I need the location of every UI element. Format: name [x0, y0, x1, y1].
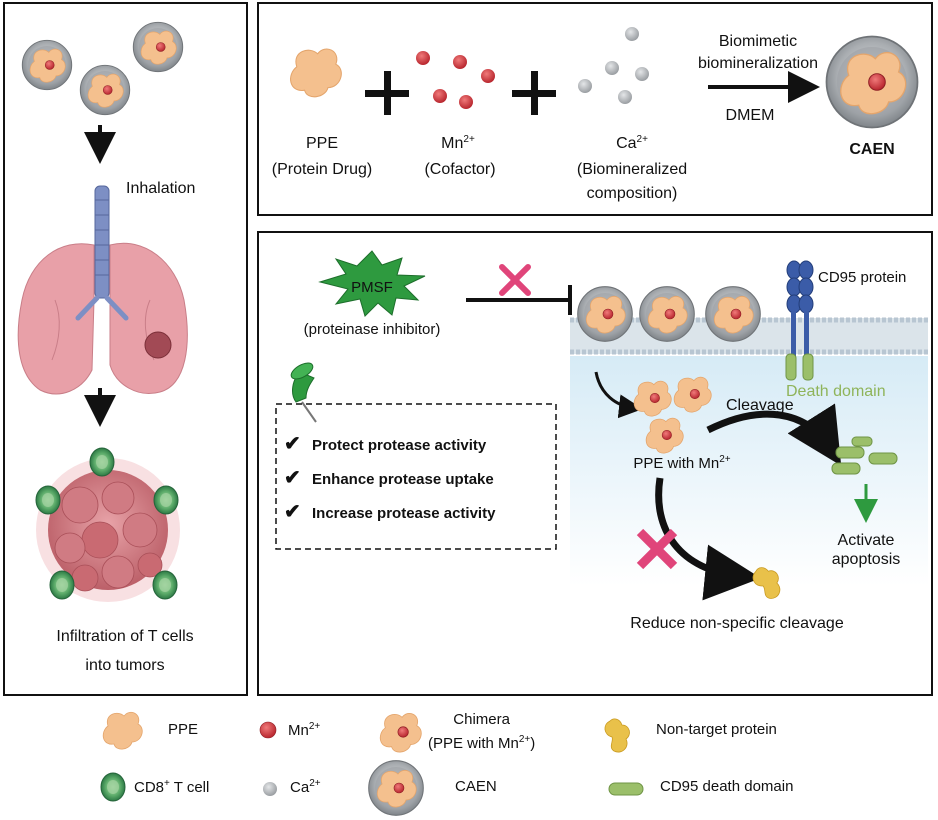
svg-text:Enhance protease uptake: Enhance protease uptake — [312, 471, 494, 488]
cleavage-label: Cleavage — [726, 397, 794, 414]
ca-desc-2: composition) — [587, 185, 678, 202]
ppe-desc: (Protein Drug) — [272, 161, 372, 178]
caen-membrane-3 — [706, 287, 761, 342]
ppe-icon — [290, 48, 342, 98]
caption-line-1: Infiltration of T cells — [56, 628, 193, 645]
pmsf-star — [318, 250, 426, 317]
pushpin-icon — [290, 362, 317, 423]
legend-ca-icon — [263, 782, 277, 796]
benefit-item-3: ✔ Increase protease activity — [284, 501, 496, 523]
cleaved-death-domains — [831, 436, 898, 475]
caen-membrane-2 — [640, 287, 695, 342]
check-icon: ✔ — [284, 433, 301, 455]
arrow-label-1: Biomimetic — [719, 33, 797, 50]
legend-chimera-label: Chimera (PPE with Mn2+) — [428, 711, 536, 752]
pmsf-name: PMSF — [351, 279, 393, 296]
caption-line-2: into tumors — [85, 657, 164, 674]
cleavage-arrow — [706, 403, 842, 466]
legend-caen-label: CAEN — [455, 778, 497, 795]
legend-cd95dd-icon — [608, 782, 644, 796]
ca-dots — [578, 27, 649, 104]
tumor-illustration — [35, 447, 180, 602]
cd95-label: CD95 protein — [818, 269, 906, 286]
synthesis-panel-frame — [257, 2, 933, 216]
nonspecific-cross — [636, 528, 678, 570]
benefit-item-2: ✔ Enhance protease uptake — [284, 467, 494, 489]
apoptosis-line-2: apoptosis — [832, 551, 901, 568]
caen-particles-group — [22, 22, 182, 114]
mn-desc: (Cofactor) — [424, 161, 495, 178]
legend-nontarget-icon — [604, 718, 630, 753]
cd95-receptor — [785, 260, 814, 381]
legend-cd95dd-label: CD95 death domain — [660, 778, 794, 795]
inhalation-label: Inhalation — [126, 180, 195, 197]
ppe-mn-label: PPE with Mn2+ — [633, 454, 730, 472]
ca-desc-1: (Biomineralized — [577, 161, 687, 178]
svg-text:Protect protease activity: Protect protease activity — [312, 437, 487, 454]
inhibition-cross — [499, 264, 531, 296]
check-icon: ✔ — [284, 501, 301, 523]
arrow-label-2: biomineralization — [698, 55, 818, 72]
product-label: CAEN — [849, 141, 894, 158]
mechanism-panel-frame — [257, 231, 933, 696]
plus-sign-2 — [512, 71, 556, 115]
arrow-sublabel: DMEM — [726, 107, 775, 124]
benefits-box — [275, 403, 557, 550]
reduce-label: Reduce non-specific cleavage — [630, 615, 844, 632]
pmsf-desc: (proteinase inhibitor) — [304, 321, 441, 338]
svg-text:Increase protease activity: Increase protease activity — [312, 505, 496, 522]
mn-name: Mn2+ — [441, 134, 475, 152]
apoptosis-line-1: Activate — [838, 532, 895, 549]
caen-product-icon — [827, 37, 918, 128]
legend-ca-label: Ca2+ — [290, 778, 321, 796]
caen-membrane-1 — [578, 287, 633, 342]
lungs-illustration — [17, 185, 188, 395]
legend-caen-icon — [369, 761, 424, 816]
legend-tcell-icon — [100, 772, 126, 802]
legend-mn-icon — [259, 721, 277, 739]
left-panel-frame — [3, 2, 248, 696]
mn-dots — [416, 51, 495, 109]
legend-nontarget-label: Non-target protein — [656, 721, 777, 738]
legend-cd8-label: CD8+ T cell — [134, 778, 210, 796]
ca-name: Ca2+ — [616, 134, 648, 152]
legend-ppe-icon — [102, 711, 143, 750]
nonspecific-arrow — [655, 477, 761, 601]
trachea — [94, 185, 110, 299]
legend-chimera-icon — [380, 713, 421, 752]
uptake-arrow — [594, 371, 643, 419]
ppe-name: PPE — [306, 135, 338, 152]
legend-mn-label: Mn2+ — [288, 721, 321, 739]
lung-tumor — [144, 331, 172, 359]
death-domain-label: Death domain — [786, 383, 886, 400]
benefit-item-1: ✔ Protect protease activity — [284, 433, 487, 455]
legend-ppe-label: PPE — [168, 721, 199, 738]
check-icon: ✔ — [284, 467, 301, 489]
plus-sign-1 — [365, 71, 409, 115]
